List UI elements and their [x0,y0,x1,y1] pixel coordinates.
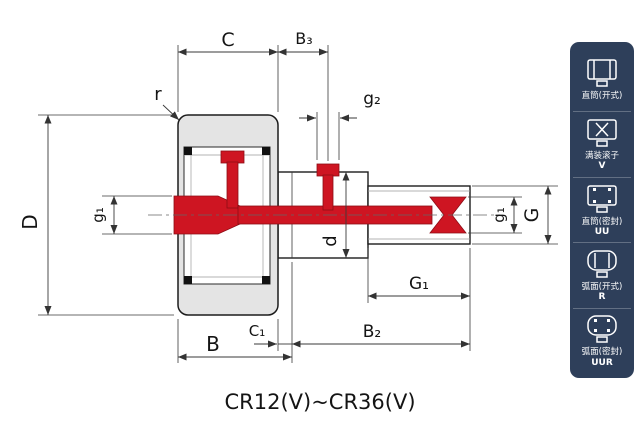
dimension-B2: B₂ [292,322,470,348]
bearing-type-straight-sealed[interactable]: 直筒(密封) UU [573,178,631,244]
straight-sealed-bearing-icon [587,184,617,213]
dim-label-B2: B₂ [363,322,381,342]
dimension-g1-right: g₁ [468,196,522,234]
bearing-type-label: 弧面(密封) [581,347,623,358]
bearing-type-label: 直筒(开式) [581,91,623,102]
dim-label-C: C [221,29,234,51]
dimension-B: B [177,319,292,363]
dim-label-g2: g₂ [363,89,381,109]
seal-square [262,147,270,155]
dim-label-g1-right: g₁ [490,207,508,223]
dim-label-r: r [154,84,162,105]
seal-square [184,276,192,284]
dim-label-g1-left: g₁ [89,207,107,223]
dim-label-D: D [18,214,42,229]
bearing-type-straight-open[interactable]: 直筒(开式) [573,47,631,113]
dimension-B3: B₃ [278,29,329,161]
dim-label-B: B [206,332,220,356]
dimension-g1-left: g₁ [89,195,172,235]
bearing-type-code: R [598,292,606,303]
bearing-type-code: V [598,161,606,172]
dim-label-G: G [521,208,543,223]
seal-square [184,147,192,155]
bearing-type-crowned-sealed[interactable]: 弧面(密封) UUR [573,309,631,373]
dimension-G: G [472,185,558,245]
bearing-type-crowned-open[interactable]: 弧面(开式) R [573,243,631,309]
dimension-r: r [154,84,180,121]
bearing-type-label: 满装滚子 [584,151,619,162]
dim-label-G1: G₁ [409,274,429,294]
bearing-type-code: UU [594,226,610,237]
dimension-C: C [177,29,279,112]
bearing-type-label: 直筒(密封) [581,216,623,227]
dim-label-d: d [320,235,341,246]
bearing-type-full-complement[interactable]: 满装滚子 V [573,112,631,178]
crowned-open-bearing-icon [587,250,617,278]
dimension-g2: g₂ [299,89,381,160]
bearing-type-code: UUR [591,357,613,368]
dim-label-C1: C₁ [249,322,266,340]
bearing-type-label: 弧面(开式) [581,281,623,292]
dimension-d: d [320,172,350,258]
crowned-sealed-bearing-icon [587,315,617,344]
dimension-G1: G₁ [367,248,471,351]
full-complement-bearing-icon [587,119,617,147]
dim-label-B3: B₃ [295,29,312,48]
straight-open-bearing-icon [587,59,617,87]
bearing-type-panel: 直筒(开式) 满装滚子 V 直筒(密封) UU 弧面 [570,42,634,378]
drawing-title: CR12(V)~CR36(V) [224,390,415,414]
dimension-D: D [18,114,174,316]
seal-square [262,276,270,284]
